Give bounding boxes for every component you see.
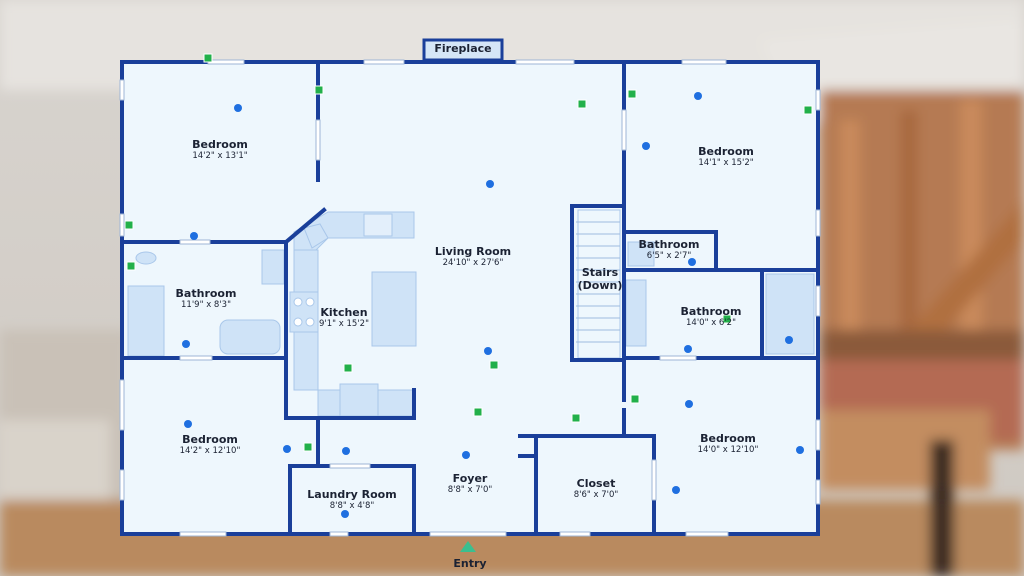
room-label-bedroom-ne[interactable]: Bedroom 14'1" x 15'2": [666, 145, 786, 169]
room-dims: 14'1" x 15'2": [698, 158, 754, 168]
camera-marker[interactable]: [234, 104, 242, 112]
stairs-treads: [576, 221, 620, 343]
sensor-marker[interactable]: [489, 360, 499, 370]
room-dims: 24'10" x 27'6": [442, 258, 504, 268]
room-dims: 9'1" x 15'2": [319, 319, 369, 329]
sensor-markers[interactable]: [124, 53, 813, 452]
entry-label[interactable]: Entry: [453, 557, 487, 570]
room-name: Kitchen: [320, 306, 368, 319]
camera-markers[interactable]: [182, 92, 804, 518]
room-label-bathroom-ne-small[interactable]: Bathroom 6'5" x 2'7": [628, 238, 710, 262]
room-dims: 8'6" x 7'0": [573, 490, 619, 500]
room-label-closet[interactable]: Closet 8'6" x 7'0": [556, 477, 636, 501]
room-label-foyer[interactable]: Foyer 8'8" x 7'0": [430, 472, 510, 496]
room-name: Living Room: [434, 245, 512, 258]
sensor-marker[interactable]: [803, 105, 813, 115]
room-label-bedroom-se[interactable]: Bedroom 14'0" x 12'10": [668, 432, 788, 456]
sensor-marker[interactable]: [571, 413, 581, 423]
room-name: Bathroom: [638, 238, 700, 251]
room-dims: 11'9" x 8'3": [181, 300, 231, 310]
sensor-marker[interactable]: [124, 220, 134, 230]
sensor-marker[interactable]: [343, 363, 353, 373]
floor-area: [122, 62, 818, 534]
bathroom-fixtures: [127, 209, 815, 359]
kitchen-fixtures: [289, 211, 417, 417]
room-label-kitchen[interactable]: Kitchen 9'1" x 15'2": [304, 306, 384, 330]
sensor-marker[interactable]: [203, 53, 213, 63]
sensor-marker[interactable]: [722, 314, 732, 324]
room-name: Stairs: [581, 266, 619, 279]
room-dims: 14'0" x 12'10": [697, 445, 759, 455]
room-label-laundry-room[interactable]: Laundry Room 8'8" x 4'8": [300, 488, 404, 512]
camera-marker[interactable]: [190, 232, 198, 240]
room-label-living-room[interactable]: Living Room 24'10" x 27'6": [418, 245, 528, 269]
room-label-bathroom-e[interactable]: Bathroom 14'0" x 6'2": [666, 305, 756, 329]
camera-marker[interactable]: [796, 446, 804, 454]
camera-marker[interactable]: [642, 142, 650, 150]
fireplace-label: Fireplace: [434, 42, 492, 55]
room-name: Bathroom: [175, 287, 237, 300]
room-name: Bedroom: [192, 138, 248, 151]
room-label-bedroom-sw[interactable]: Bedroom 14'2" x 12'10": [150, 433, 270, 457]
camera-marker[interactable]: [184, 420, 192, 428]
room-dims: 8'8" x 7'0": [447, 485, 493, 495]
camera-marker[interactable]: [484, 347, 492, 355]
camera-marker[interactable]: [684, 345, 692, 353]
room-name: Foyer: [452, 472, 488, 485]
entry-marker[interactable]: [460, 541, 476, 552]
sensor-marker[interactable]: [627, 89, 637, 99]
room-name: Closet: [576, 477, 616, 490]
room-dims: 8'8" x 4'8": [329, 501, 375, 511]
room-label-stairs[interactable]: Stairs (Down): [572, 266, 628, 292]
room-label-bathroom-w[interactable]: Bathroom 11'9" x 8'3": [150, 287, 262, 311]
camera-marker[interactable]: [694, 92, 702, 100]
room-name: Bedroom: [698, 145, 754, 158]
room-name: Bedroom: [182, 433, 238, 446]
camera-marker[interactable]: [342, 447, 350, 455]
sensor-marker[interactable]: [303, 442, 313, 452]
room-name: Bathroom: [680, 305, 742, 318]
sensor-marker[interactable]: [577, 99, 587, 109]
camera-marker[interactable]: [672, 486, 680, 494]
room-dims: 6'5" x 2'7": [646, 251, 692, 261]
camera-marker[interactable]: [685, 400, 693, 408]
room-dims: 14'2" x 13'1": [192, 151, 248, 161]
room-dims: 14'0" x 6'2": [686, 318, 736, 328]
camera-marker[interactable]: [462, 451, 470, 459]
camera-marker[interactable]: [283, 445, 291, 453]
camera-marker[interactable]: [688, 258, 696, 266]
room-label-bedroom-nw[interactable]: Bedroom 14'2" x 13'1": [160, 138, 280, 162]
sensor-marker[interactable]: [473, 407, 483, 417]
sensor-marker[interactable]: [126, 261, 136, 271]
camera-marker[interactable]: [486, 180, 494, 188]
sensor-marker[interactable]: [314, 85, 324, 95]
room-name: Bedroom: [700, 432, 756, 445]
camera-marker[interactable]: [785, 336, 793, 344]
sensor-marker[interactable]: [630, 394, 640, 404]
windows: [119, 59, 821, 537]
camera-marker[interactable]: [182, 340, 190, 348]
walls: [120, 60, 820, 536]
room-dims: (Down): [577, 279, 623, 292]
camera-marker[interactable]: [341, 510, 349, 518]
room-dims: 14'2" x 12'10": [179, 446, 241, 456]
room-name: Laundry Room: [307, 488, 397, 501]
